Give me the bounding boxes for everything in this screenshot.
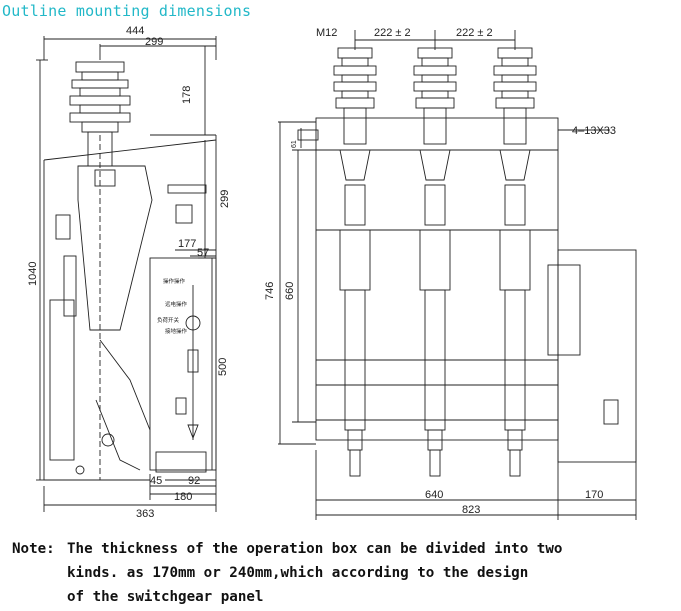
pole-1 — [333, 47, 377, 477]
dim-444: 444 — [126, 25, 144, 37]
dim-holes: 4–13X33 — [572, 125, 616, 137]
dim-m12: M12 — [316, 27, 337, 39]
dim-1040: 1040 — [27, 262, 39, 286]
note-line-2: kinds. as 170mm or 240mm,which according… — [67, 565, 529, 581]
dim-45: 45 — [150, 475, 162, 487]
note-line-1: The thickness of the operation box can b… — [67, 541, 563, 557]
dim-177: 177 — [178, 238, 196, 250]
side-dim-labels: 444 299 178 299 177 57 1040 500 45 92 18… — [27, 25, 231, 520]
note-line-3: of the switchgear panel — [67, 589, 264, 605]
dim-61: 61 — [291, 140, 298, 148]
panel-label-4: 接地操作 — [165, 327, 188, 335]
front-dim-labels: M12 222 ± 2 222 ± 2 4–13X33 746 660 61 6… — [264, 27, 616, 516]
dim-500: 500 — [217, 358, 229, 376]
pole-3 — [493, 47, 537, 477]
pole-2 — [413, 47, 457, 477]
dim-170: 170 — [585, 489, 603, 501]
dim-92: 92 — [188, 475, 200, 487]
panel-label-1: 操作操作 — [163, 277, 186, 285]
technical-drawing: 444 299 178 299 177 57 1040 500 45 92 18… — [27, 25, 637, 520]
front-view — [278, 30, 637, 520]
dim-pitch-a: 222 ± 2 — [374, 27, 411, 39]
dim-pitch-b: 222 ± 2 — [456, 27, 493, 39]
dim-180: 180 — [174, 491, 192, 503]
dim-640: 640 — [425, 489, 443, 501]
panel-label-3: 负荷开关 — [157, 316, 180, 324]
dim-299-right: 299 — [219, 190, 231, 208]
dim-823: 823 — [462, 504, 480, 516]
page-title: Outline mounting dimensions — [2, 2, 252, 20]
dim-746: 746 — [264, 282, 276, 300]
note-label: Note: — [12, 541, 55, 557]
panel-label-2: 远电操作 — [165, 300, 188, 308]
dim-660: 660 — [284, 282, 296, 300]
dim-178: 178 — [181, 86, 193, 104]
dim-299: 299 — [145, 36, 163, 48]
side-view — [36, 36, 217, 512]
dim-57: 57 — [197, 247, 209, 259]
dim-363: 363 — [136, 508, 154, 520]
